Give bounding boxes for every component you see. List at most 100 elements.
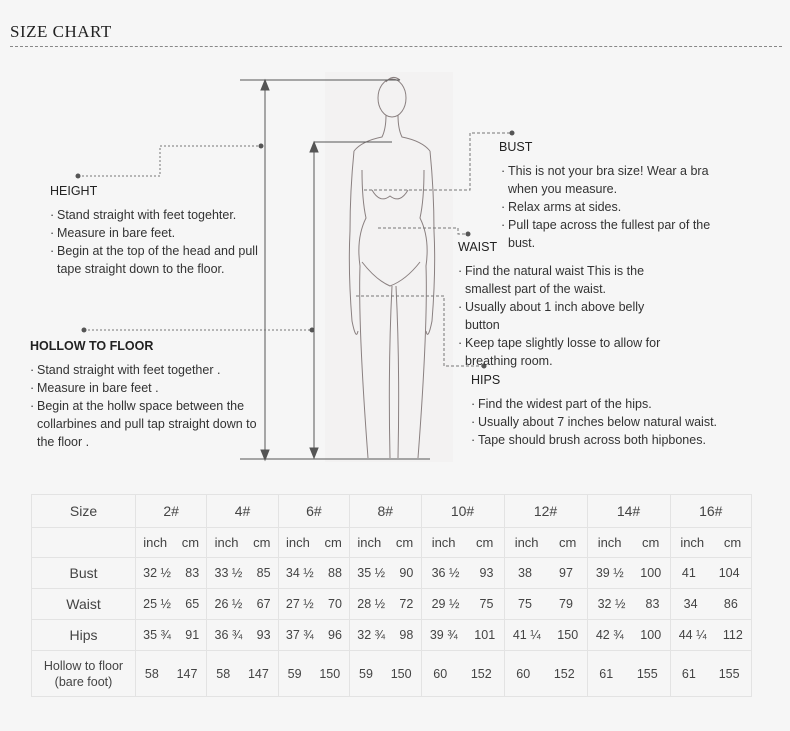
cell-cm: 79 <box>559 597 573 611</box>
cell-cm: 104 <box>718 566 740 580</box>
unit-cm: cm <box>558 535 577 550</box>
hollow-leader-dot <box>81 327 87 333</box>
hollow-heading: HOLLOW TO FLOOR <box>30 339 154 353</box>
waist-leader-dot <box>465 231 471 237</box>
cell-inch: 41 ¼ <box>512 628 541 642</box>
unit-cm: cm <box>324 535 342 550</box>
cell-inch: 41 <box>681 566 696 580</box>
cell-cm: 152 <box>470 666 492 681</box>
cell-inch: 60 <box>516 666 531 681</box>
cell-cm: 75 <box>479 597 494 611</box>
cell-inch: 37 ¾ <box>285 628 314 642</box>
cell-inch: 27 ½ <box>285 597 314 611</box>
cell-cm: 85 <box>256 566 271 580</box>
bust-line-3: Pull tape across the fullest par of the … <box>501 216 734 252</box>
unit-row-blank <box>31 527 136 558</box>
cell-cm: 90 <box>399 566 414 580</box>
unit-inch: inch <box>514 535 539 550</box>
cell-cm: 150 <box>390 666 412 681</box>
height-leader <box>78 145 260 177</box>
unit-inch: inch <box>680 535 705 550</box>
cell-inch: 38 <box>518 566 532 580</box>
hollow-section: HOLLOW TO FLOOR Stand straight with feet… <box>30 337 260 451</box>
cell-inch: 32 ½ <box>143 566 171 580</box>
hollow-leader-end <box>309 327 315 333</box>
unit-inch: inch <box>214 535 239 550</box>
size-col: 8# <box>349 494 422 528</box>
hips-line-3: Tape should brush across both hipbones. <box>471 431 731 449</box>
cell-cm: 70 <box>328 597 342 611</box>
cell-cm: 93 <box>479 566 494 580</box>
bust-leader-dot <box>509 130 515 136</box>
cell-inch: 42 ¾ <box>595 628 624 642</box>
cell-inch: 32 ¾ <box>357 628 386 642</box>
cell-inch: 34 ½ <box>285 566 314 580</box>
size-col: 12# <box>503 494 588 528</box>
row-label: Bust <box>31 557 136 589</box>
unit-inch: inch <box>431 535 456 550</box>
height-leader-end <box>258 143 264 149</box>
unit-inch: inch <box>286 535 310 550</box>
title-divider <box>10 46 782 47</box>
cell-inch: 32 ½ <box>597 597 626 611</box>
height-line-1: Stand straight with feet togehter. <box>50 206 275 224</box>
unit-cell: inch cm <box>503 527 588 558</box>
unit-cm: cm <box>395 535 414 550</box>
hips-line-1: Find the widest part of the hips. <box>471 395 731 413</box>
unit-cm: cm <box>723 535 742 550</box>
unit-cm: cm <box>475 535 494 550</box>
hollow-line-3: Begin at the hollw space between the col… <box>30 397 260 451</box>
cell-inch: 36 ½ <box>431 566 460 580</box>
size-col: 14# <box>586 494 671 528</box>
size-label: Size <box>31 494 136 528</box>
cell-inch: 75 <box>518 597 532 611</box>
hips-section: HIPS Find the widest part of the hips. U… <box>471 371 731 449</box>
measurement-diagram <box>75 76 515 462</box>
cell-cm: 93 <box>256 628 271 642</box>
cell-inch: 61 <box>599 666 614 681</box>
cell-cm: 97 <box>559 566 573 580</box>
cell-cm: 147 <box>247 666 269 681</box>
bust-section: BUST This is not your bra size! Wear a b… <box>499 138 734 252</box>
hips-heading: HIPS <box>471 373 501 387</box>
size-col: 4# <box>206 494 279 528</box>
cell-inch: 61 <box>681 666 696 681</box>
figure-silhouette <box>348 76 436 459</box>
cell-cm: 65 <box>185 597 200 611</box>
size-col: 16# <box>669 494 752 528</box>
cell-cm: 112 <box>722 628 743 642</box>
waist-line-1: Find the natural waist This is the small… <box>458 262 673 298</box>
row-label: Waist <box>31 588 136 620</box>
size-col: 2# <box>134 494 208 528</box>
cell-inch: 39 ½ <box>595 566 624 580</box>
cell-cm: 147 <box>176 666 198 681</box>
cell-cm: 150 <box>319 666 341 681</box>
unit-cm: cm <box>253 535 271 550</box>
size-col: 6# <box>277 494 351 528</box>
height-line-3: Begin at the top of the head and pull ta… <box>50 242 275 278</box>
unit-inch: inch <box>143 535 168 550</box>
cell-cm: 86 <box>723 597 738 611</box>
height-section: HEIGHT Stand straight with feet togehter… <box>50 182 275 278</box>
cell-cm: 83 <box>185 566 200 580</box>
